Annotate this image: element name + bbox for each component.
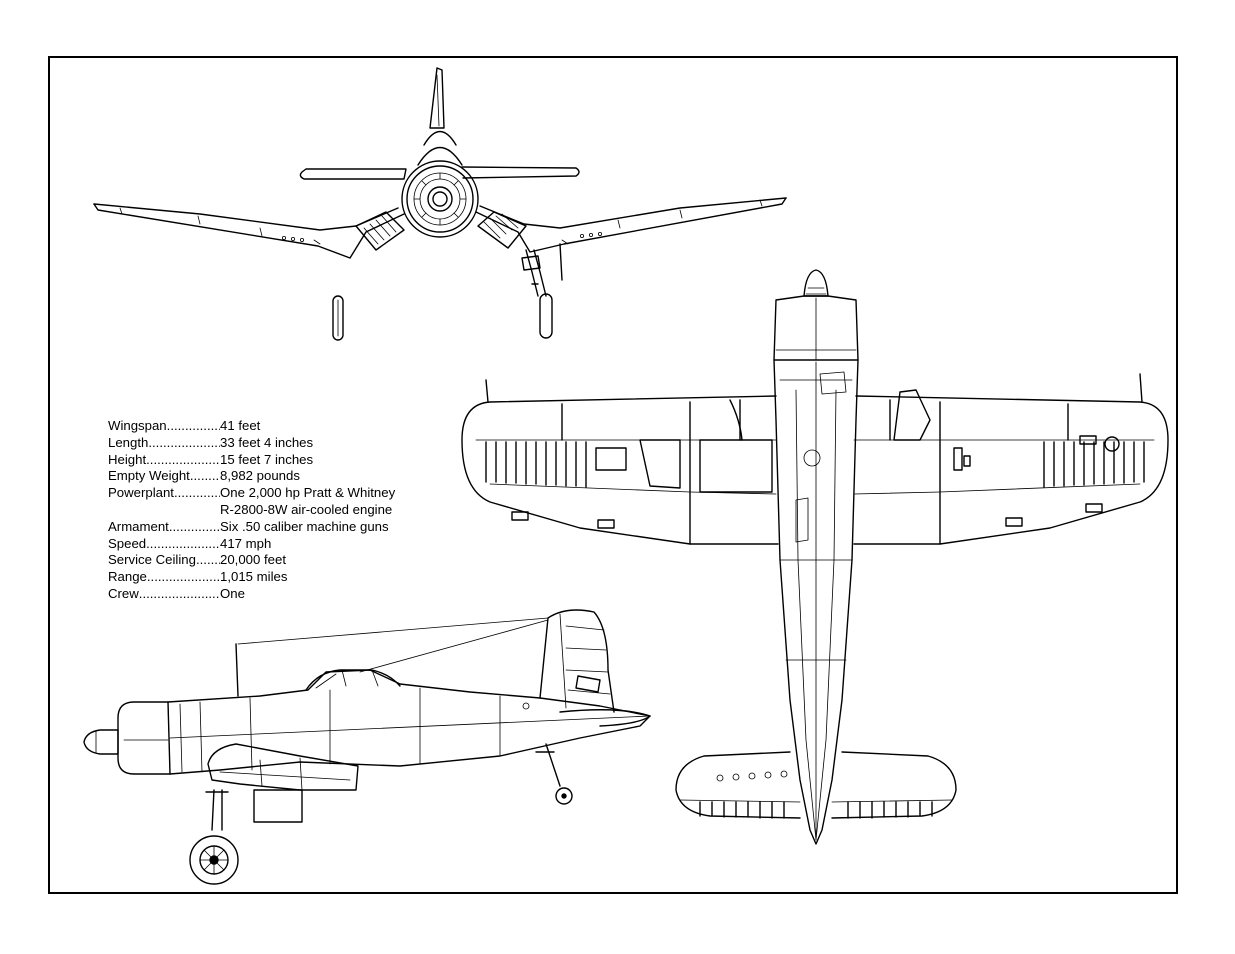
spec-value: Six .50 caliber machine guns bbox=[220, 518, 389, 534]
spec-label: Armament bbox=[108, 519, 220, 536]
spec-row: Crew One bbox=[108, 586, 395, 603]
spec-row: Empty Weight 8,982 pounds bbox=[108, 468, 395, 485]
leader-dots bbox=[146, 536, 220, 553]
leader-dots bbox=[148, 435, 220, 452]
spec-label-text: Service Ceiling bbox=[108, 552, 196, 568]
spec-label-text: Speed bbox=[108, 535, 147, 551]
leader-dots bbox=[196, 552, 220, 569]
spec-label-text: Height bbox=[108, 451, 147, 467]
spec-value: 20,000 feet bbox=[220, 552, 286, 568]
spec-value: 33 feet 4 inches bbox=[220, 434, 314, 450]
leader-dots bbox=[174, 485, 220, 502]
spec-label: Wingspan bbox=[108, 418, 220, 435]
spec-value: One 2,000 hp Pratt & Whitney bbox=[220, 485, 396, 501]
spec-label: Crew bbox=[108, 586, 220, 603]
leader-dots bbox=[169, 519, 220, 536]
spec-row: Speed 417 mph bbox=[108, 536, 395, 553]
spec-value-continuation: R-2800-8W air-cooled engine bbox=[220, 501, 393, 517]
spec-label: Length bbox=[108, 435, 220, 452]
leader-dots bbox=[139, 586, 220, 603]
side-view-drawing bbox=[83, 609, 651, 885]
spec-row: Length 33 feet 4 inches bbox=[108, 435, 395, 452]
spec-label: Service Ceiling bbox=[108, 552, 220, 569]
spec-value: 15 feet 7 inches bbox=[220, 451, 314, 467]
spec-label-text: Crew bbox=[108, 585, 139, 601]
drawing-frame bbox=[48, 56, 1178, 894]
spec-value: 8,982 pounds bbox=[220, 468, 300, 484]
spec-label-text: Range bbox=[108, 569, 147, 585]
spec-label-text: Length bbox=[108, 434, 149, 450]
spec-label: Speed bbox=[108, 536, 220, 553]
spec-value: 41 feet bbox=[220, 418, 261, 433]
spec-row: Range 1,015 miles bbox=[108, 569, 395, 586]
spec-value: 1,015 miles bbox=[220, 569, 288, 585]
front-view-drawing bbox=[93, 67, 787, 341]
spec-row: Height 15 feet 7 inches bbox=[108, 452, 395, 469]
spec-label: Height bbox=[108, 452, 220, 469]
leader-dots bbox=[147, 569, 220, 586]
leader-dots bbox=[167, 418, 220, 435]
spec-label-text: Empty Weight bbox=[108, 468, 190, 484]
top-view-drawing bbox=[461, 269, 1169, 845]
spec-value: 417 mph bbox=[220, 535, 272, 551]
spec-label-text: Armament bbox=[108, 518, 169, 534]
leader-dots bbox=[146, 452, 220, 469]
spec-row: Armament Six .50 caliber machine guns bbox=[108, 519, 395, 536]
spec-label: Empty Weight bbox=[108, 468, 220, 485]
spec-label: Range bbox=[108, 569, 220, 586]
spec-row: Powerplant One 2,000 hp Pratt & Whitney bbox=[108, 485, 395, 502]
spec-row: Wingspan 41 feet bbox=[108, 418, 395, 435]
leader-dots bbox=[190, 468, 220, 485]
spec-label-text: Powerplant bbox=[108, 485, 174, 501]
spec-row: Service Ceiling 20,000 feet bbox=[108, 552, 395, 569]
spec-label-text: Wingspan bbox=[108, 418, 167, 433]
spec-label: Powerplant bbox=[108, 485, 220, 502]
spec-value: One bbox=[220, 585, 245, 601]
